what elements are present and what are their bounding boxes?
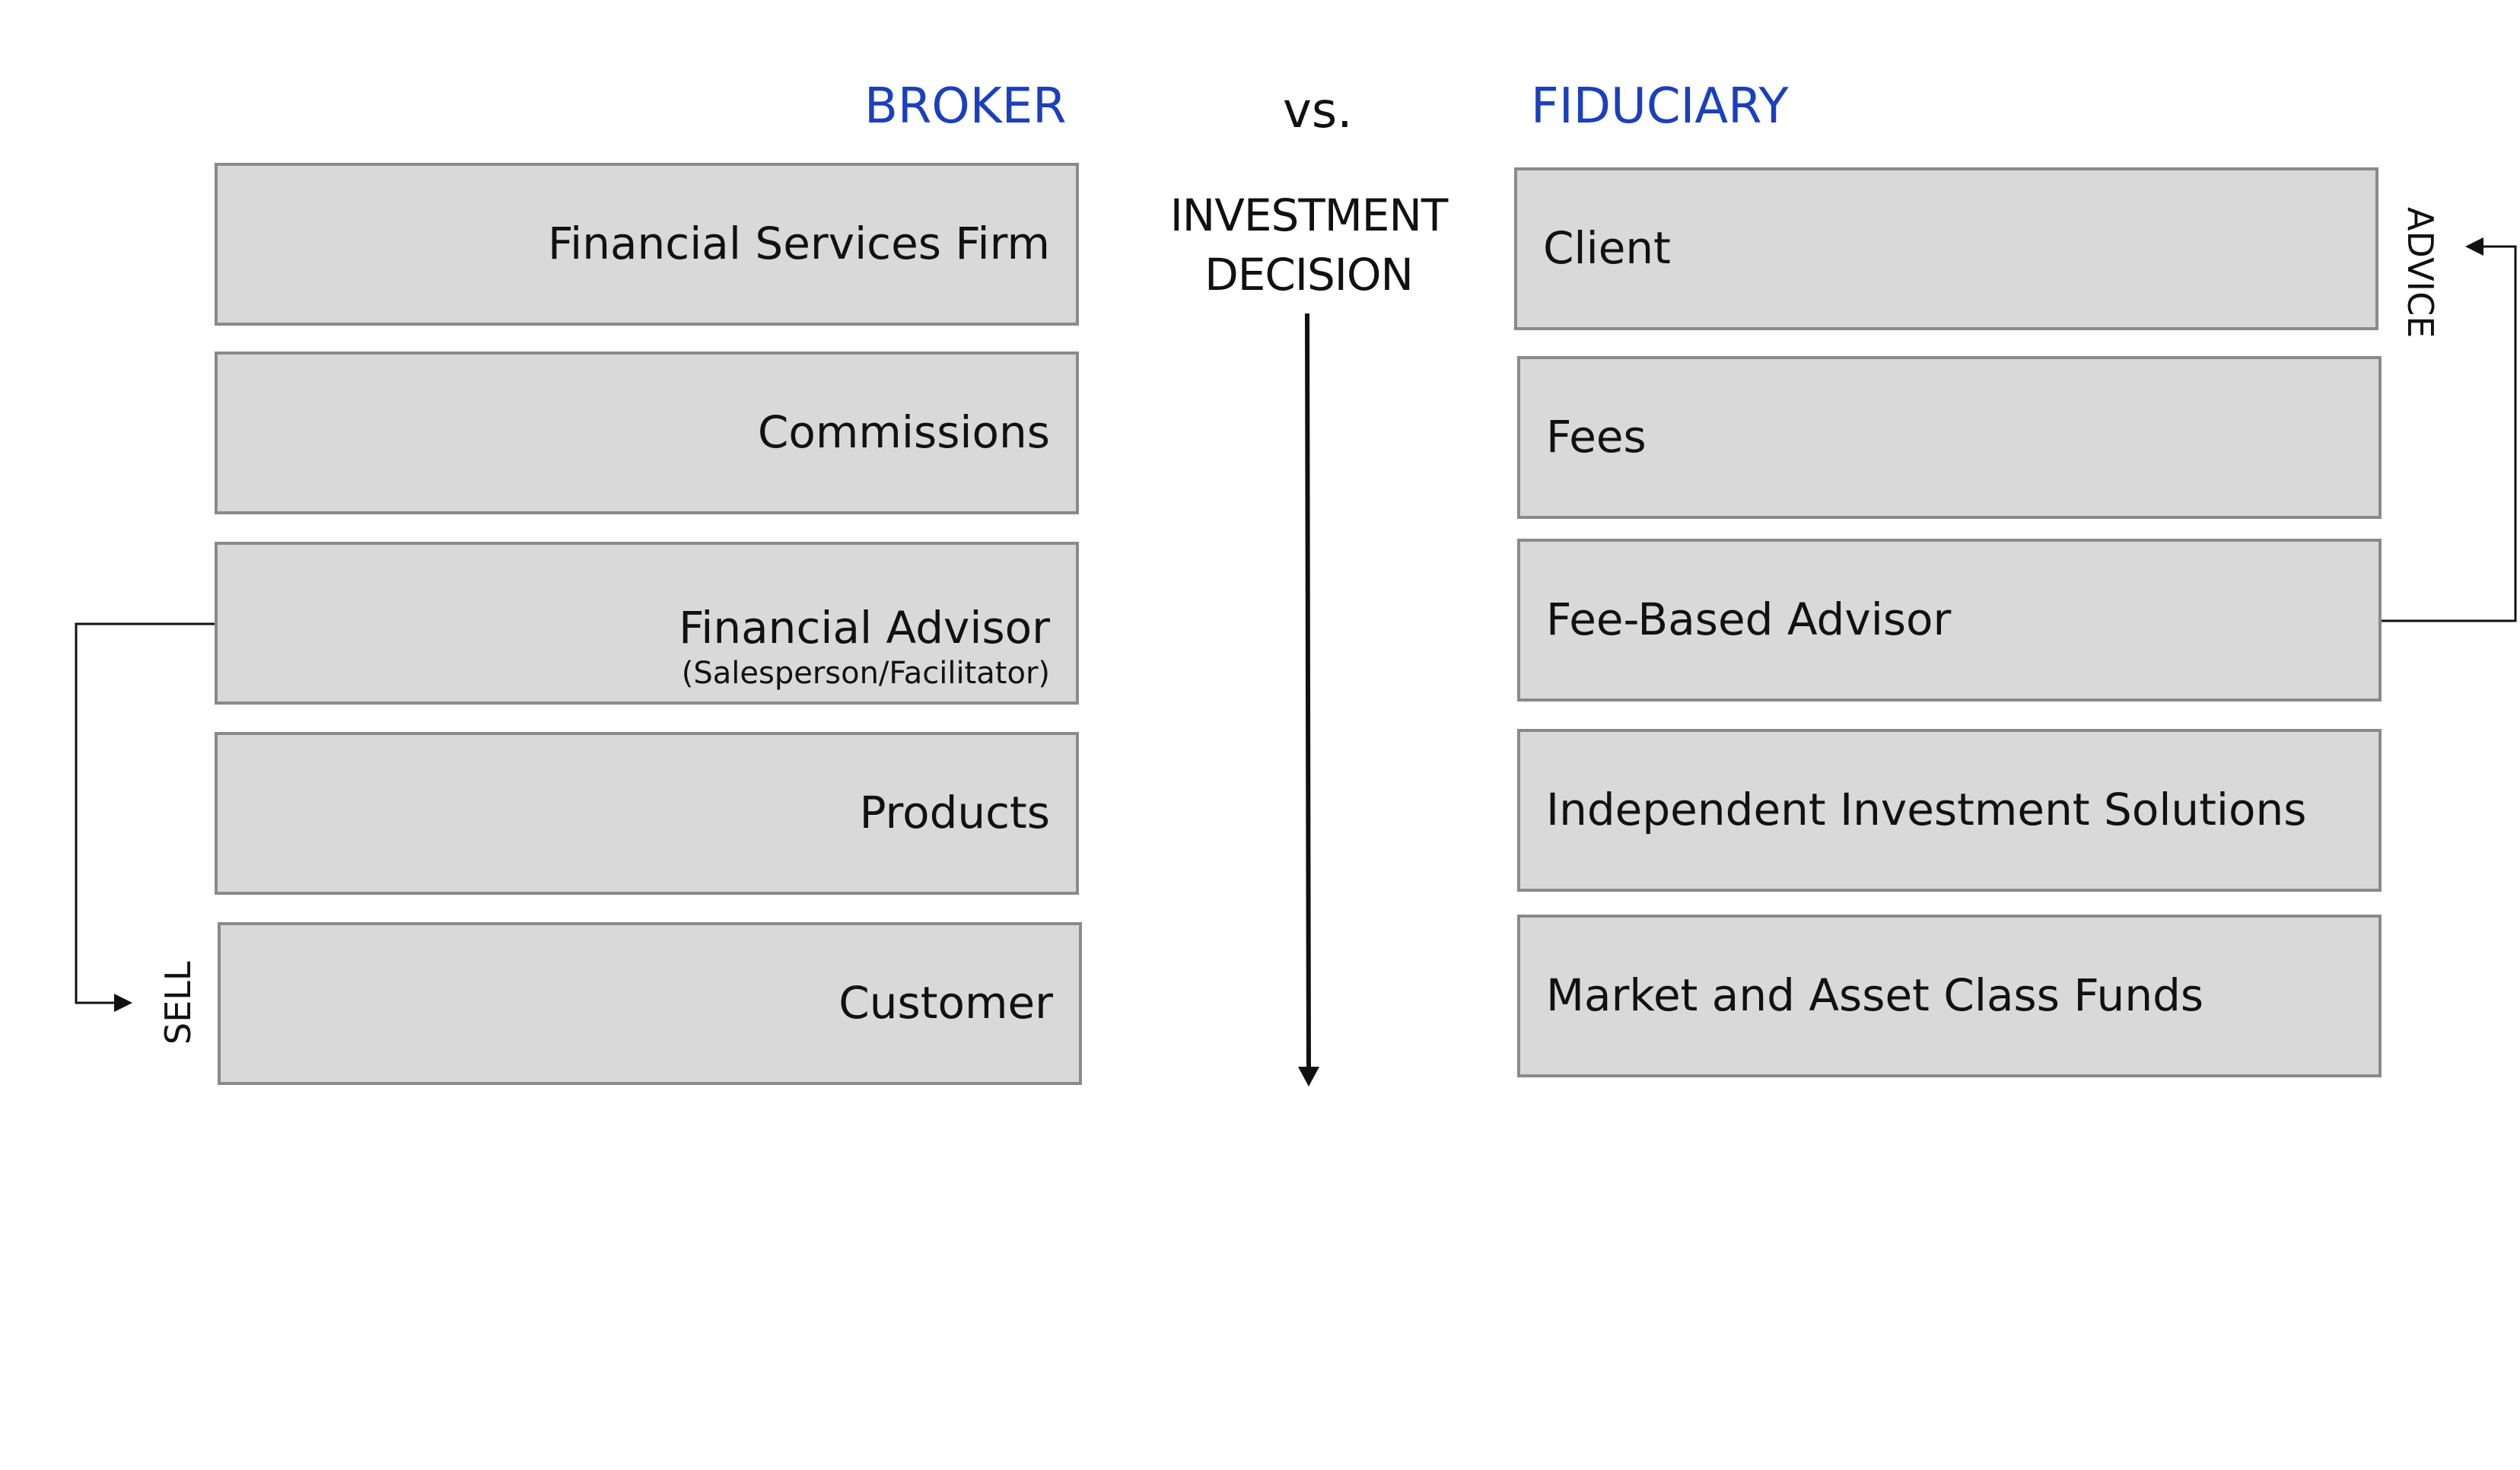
box-label: Customer (838, 977, 1053, 1029)
broker-box-products: Products (215, 732, 1079, 895)
investment-decision-label: INVESTMENT DECISION (1134, 186, 1484, 304)
investment-decision-line1: INVESTMENT (1169, 189, 1449, 241)
box-label: Independent Investment Solutions (1546, 784, 2307, 836)
box-label: Fees (1546, 411, 1647, 463)
investment-decision-line2: DECISION (1204, 249, 1414, 301)
fiduciary-box-client: Client (1514, 167, 2378, 330)
fiduciary-box-market-and-asset-class-funds: Market and Asset Class Funds (1517, 915, 2382, 1077)
box-label: Market and Asset Class Funds (1546, 969, 2204, 1022)
box-sublabel: (Salesperson/Facilitator) (681, 656, 1050, 691)
fiduciary-heading: FIDUCIARY (1531, 78, 1789, 135)
broker-box-commissions: Commissions (215, 352, 1079, 514)
box-label: Client (1543, 222, 1671, 275)
box-label: Financial Advisor (679, 602, 1050, 654)
fiduciary-box-fee-based-advisor: Fee-Based Advisor (1517, 539, 2382, 702)
box-label: Fee-Based Advisor (1546, 593, 1952, 646)
broker-box-financial-services-firm: Financial Services Firm (215, 163, 1079, 326)
broker-heading: BROKER (864, 78, 1067, 135)
broker-box-financial-advisor: Financial Advisor (Salesperson/Facilitat… (215, 542, 1079, 705)
fiduciary-box-fees: Fees (1517, 356, 2382, 519)
broker-box-customer: Customer (218, 922, 1082, 1085)
versus-heading: vs. (1283, 83, 1353, 139)
investment-decision-arrow (1298, 313, 1319, 1087)
advice-connector-arrow (2382, 237, 2517, 622)
sell-connector-arrow (75, 622, 215, 1012)
box-label: Financial Services Firm (547, 218, 1050, 270)
box-label: Products (859, 787, 1050, 839)
box-label: Commissions (757, 406, 1050, 459)
fiduciary-box-independent-investment-solutions: Independent Investment Solutions (1517, 729, 2382, 892)
